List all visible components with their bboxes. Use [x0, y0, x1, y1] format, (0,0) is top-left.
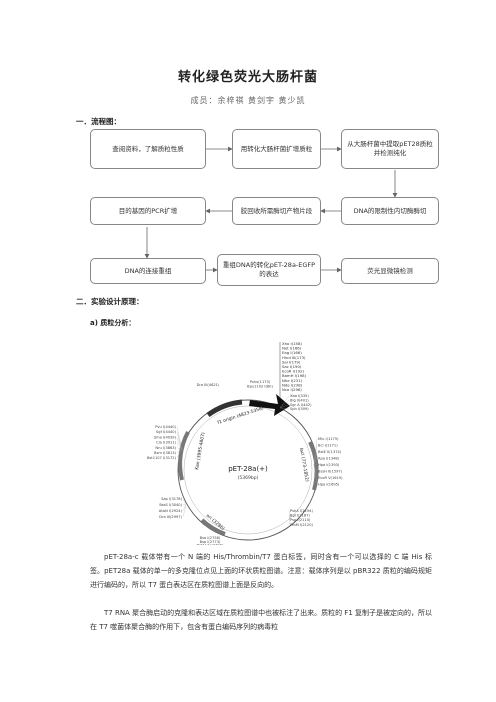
- section-2-heading: 二．实验设计原理：: [76, 297, 144, 306]
- laci-arc: [308, 441, 319, 491]
- restriction-site-label: Bsm I(3813): [154, 451, 177, 455]
- restriction-site-label: Bst1107 I(3172): [147, 456, 177, 460]
- restriction-site-label: Hpa I(1695): [318, 483, 340, 487]
- restriction-site-label: EcoR V(1619): [318, 476, 343, 480]
- paragraph-t7-region: T7 RNA 聚合酶启动的克隆和表达区域在质粒图谱中也被标注了出来。质粒的 F1…: [90, 609, 432, 631]
- restriction-site-label: Xba I(335): [290, 394, 309, 398]
- section-1-heading: 一．流程图：: [76, 117, 121, 126]
- flow-step-3: 从大肠杆菌中提取pET28质粒并检测纯化: [341, 129, 439, 169]
- plasmid-size: (5369bp): [238, 475, 259, 481]
- restriction-site-label: Apa I(1348): [318, 457, 340, 461]
- restriction-site-label: Eag I(166): [282, 350, 302, 355]
- paragraph-plasmid-description: pET-28a-c 载体带有一个 N 端的 His/Thrombin/T7 蛋白…: [90, 553, 432, 589]
- restriction-site-label: Sgf I(4440): [156, 430, 177, 434]
- flow-step-6: DNA的限制性内切酶酶切: [341, 197, 439, 225]
- flow-step-4: 目的基因的PCR扩增: [90, 197, 206, 225]
- restriction-site-label: Pvu I(4440): [155, 425, 176, 429]
- restriction-site-label: Pshu(1173): [250, 380, 271, 384]
- flow-step-7: DNA的连接重组: [90, 258, 206, 284]
- restriction-site-label: Nco I(296): [282, 387, 302, 392]
- restriction-site-label: Sap I(3178): [161, 497, 183, 501]
- plasmid-name: pET-28a(+): [228, 465, 268, 473]
- restriction-site-label: BamH I(198): [282, 373, 307, 378]
- restriction-site-label: Sac I(190): [282, 364, 302, 369]
- restriction-site-label: Not I(166): [282, 346, 302, 351]
- restriction-site-label: Bsp I(2773): [200, 540, 221, 544]
- kan-label: Kan (3995-4807): [194, 432, 207, 471]
- restriction-site-label: Blg II(401): [290, 398, 309, 402]
- restriction-site-label: Dra III(4621): [197, 383, 220, 387]
- flow-step-2: 用转化大肠杆菌扩增质粒: [232, 129, 321, 169]
- flow-step-5: 胶回收所需酶切产物片段: [232, 197, 321, 225]
- restriction-site-label: Xho I(158): [282, 341, 302, 346]
- restriction-site-label: PfoM I(2120): [290, 523, 313, 527]
- restriction-site-label: Mlu I(1175): [318, 437, 339, 441]
- restriction-site-label: Sph I(509): [290, 407, 309, 411]
- restriction-site-label: Bgl I(2187): [290, 514, 310, 518]
- restriction-site-label: Dra III(2997): [159, 515, 182, 519]
- kan-arc: [178, 431, 190, 481]
- restriction-site-label: BssS I(3040): [159, 503, 182, 507]
- restriction-site-label: Bsa I(2758): [200, 536, 221, 540]
- flow-step-1: 查阅资料，了解质粒性质: [90, 129, 206, 169]
- f1-origin-arc: [206, 399, 243, 418]
- restriction-site-label: Bst117 I(2700): [197, 544, 224, 545]
- restriction-site-label: AlwN I(2924): [159, 509, 183, 513]
- restriction-site-label: Sma I(4039): [154, 435, 177, 439]
- plasmid-map: Xho I(158)Not I(166)Eag I(166)Hind III(1…: [147, 341, 343, 545]
- flowchart-connectors: [144, 146, 398, 273]
- mcs-arrow: [249, 394, 290, 416]
- team-members: 成员：余梓祺 黄剑宇 黄少凯: [190, 96, 306, 105]
- subsection-a-heading: a) 质粒分析：: [90, 319, 136, 327]
- restriction-site-label: Nru I(3863): [155, 446, 176, 450]
- restriction-site-label: BssH II(1597): [318, 470, 343, 474]
- restriction-site-label: Psp I(2110): [290, 518, 311, 522]
- restriction-site-label: Sgr A I(442): [290, 403, 312, 407]
- restriction-site-label: EcoR I(192): [282, 369, 305, 374]
- restriction-site-label: Sal I(179): [282, 359, 301, 364]
- restriction-site-label: Cla I(3911): [156, 441, 176, 445]
- restriction-site-label: Bpu1102 I(80): [247, 384, 273, 388]
- laci-label: lacI (773-1852): [298, 447, 310, 482]
- restriction-site-label: Nhe I(231): [282, 378, 303, 383]
- restriction-site-label: PshA I(2194): [290, 509, 313, 513]
- restriction-site-label: Nde I(238): [282, 382, 303, 387]
- document-title: 转化绿色荧光大肠杆菌: [177, 70, 318, 85]
- restriction-site-label: Hind III(173): [282, 355, 306, 360]
- restriction-site-label: Bcl I(1171): [318, 444, 338, 448]
- ori-arc: [200, 518, 226, 536]
- flow-step-8: 重组DNA的转化pET-28a-EGFP的表达: [217, 254, 321, 286]
- flow-step-9: 荧光显微镜检测: [341, 258, 439, 284]
- restriction-site-label: BstE II(1374): [318, 450, 342, 454]
- restriction-site-label: Hpa I(1393): [318, 463, 340, 467]
